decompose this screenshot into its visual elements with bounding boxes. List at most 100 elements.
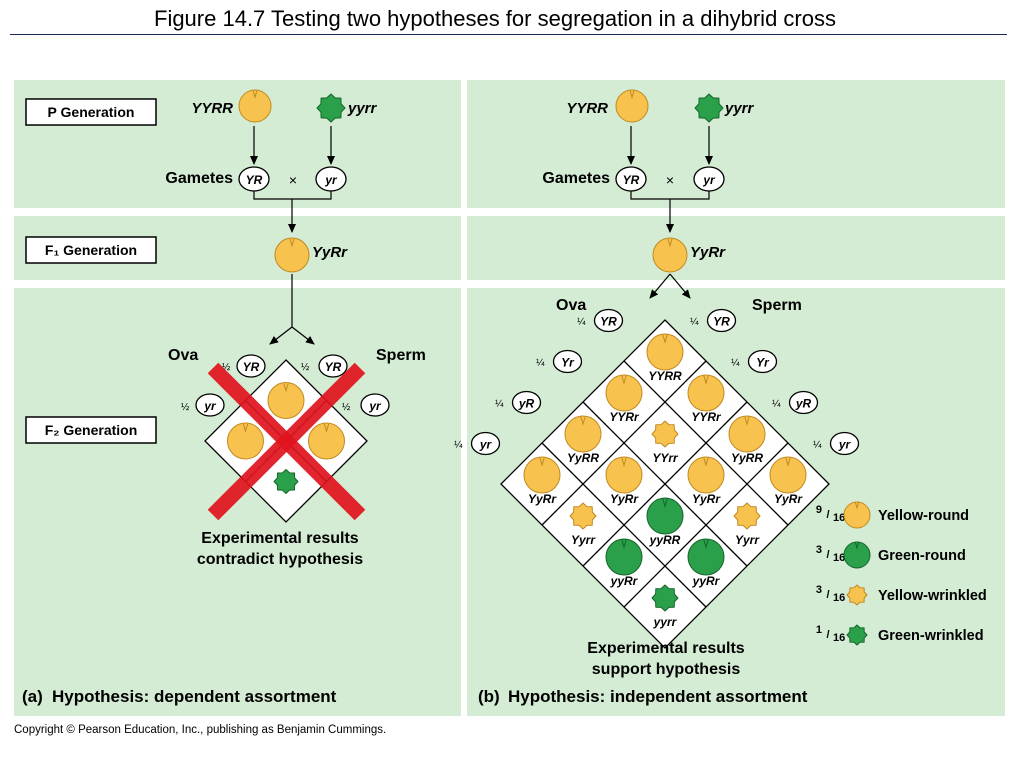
legend-fraction-slash: /: [826, 549, 829, 561]
f1-generation-label: F₁ Generation: [45, 242, 137, 258]
red-x-icon: [207, 362, 366, 521]
gamete-genotype: yr: [838, 438, 852, 452]
cell-genotype: YYRR: [648, 369, 682, 383]
panel-b-f1-generation: [467, 216, 1005, 280]
legend-fraction-num: 1: [816, 624, 822, 636]
f1-genotype: YyRr: [690, 244, 726, 261]
pea-yellow-round-icon: [687, 456, 725, 494]
pea-yellow-round-icon: [646, 333, 684, 371]
punnett-cell: YYRR: [646, 333, 684, 383]
copyright: Copyright © Pearson Education, Inc., pub…: [14, 724, 387, 736]
legend-fraction-num: 3: [816, 544, 822, 556]
cell-genotype: yyRR: [649, 533, 681, 547]
punnett-cell: YyRr: [687, 456, 725, 506]
caption-letter-a: (a): [22, 687, 43, 706]
pea-yellow-round: [274, 237, 310, 273]
gamete-fraction: ¼: [731, 357, 740, 369]
f2-generation-label: F₂ Generation: [45, 422, 138, 438]
sperm-frac-yr: ½: [342, 402, 351, 413]
pea-yellow-round-icon: [605, 374, 643, 412]
parent1-genotype: YYRR: [191, 100, 233, 117]
pea-yellow-wrinkled-icon: [846, 584, 868, 606]
punnett-square-4x4: YYRRYYRrYyRRYyRrYYRrYYrrYyRrYyrrYyRRYyRr…: [500, 319, 830, 649]
pea-green-round-icon: [646, 497, 684, 535]
legend-fraction-slash: /: [826, 509, 829, 521]
panel-backgrounds: [14, 80, 1005, 716]
gamete-fraction: ¼: [577, 316, 586, 328]
cell-genotype: yyRr: [610, 574, 639, 588]
gamete-genotype: Yr: [561, 356, 575, 370]
punnett-cell: yyRr: [605, 538, 643, 588]
legend-label: Green-round: [878, 548, 966, 564]
gamete-genotype: yR: [795, 397, 812, 411]
cell-genotype: YyRr: [610, 492, 639, 506]
gametes-label: Gametes: [542, 170, 610, 187]
punnett-cell: YYrr: [651, 420, 679, 465]
gamete-genotype: yR: [518, 397, 535, 411]
legend-fraction-slash: /: [826, 629, 829, 641]
gamete-genotype: Yr: [756, 356, 770, 370]
pea-green-wrinkled: [694, 93, 724, 123]
caption-b: Hypothesis: independent assortment: [508, 687, 808, 706]
pea-yellow-round-icon: [564, 415, 602, 453]
legend-fraction-num: 3: [816, 584, 822, 596]
pea-yellow-round: [238, 89, 272, 123]
punnett-cell: Yyrr: [569, 502, 597, 547]
cell-genotype: YyRr: [774, 492, 803, 506]
pea-yellow-round: [615, 89, 649, 123]
panel-b-p-generation: [467, 80, 1005, 208]
pea-yellow-wrinkled-icon: [569, 502, 597, 530]
cell-genotype: YYRr: [691, 410, 722, 424]
pea-yellow-round-icon: [769, 456, 807, 494]
cell-genotype: YyRR: [567, 451, 599, 465]
punnett-cell: YyRr: [523, 456, 561, 506]
punnett-cell: yyRr: [687, 538, 725, 588]
legend-fraction-den: 16: [833, 552, 845, 564]
ova-label: Ova: [556, 297, 586, 314]
gamete-fraction: ¼: [495, 398, 504, 410]
cell-genotype: YyRR: [731, 451, 763, 465]
cell-genotype: yyRr: [692, 574, 721, 588]
gamete-fraction: ¼: [454, 439, 463, 451]
pea-green-wrinkled-icon: [651, 584, 679, 612]
punnett-cell: YyRR: [728, 415, 766, 465]
gamete-genotype: yr: [479, 438, 493, 452]
pea-yellow-wrinkled-icon: [651, 420, 679, 448]
generation-labels: P Generation F₁ Generation F₂ Generation: [25, 98, 157, 444]
ova-frac-yr: ½: [181, 402, 190, 413]
cell-genotype: yyrr: [653, 615, 678, 629]
ova-label: Ova: [168, 347, 198, 364]
gamete-genotype: YR: [600, 315, 617, 329]
parent2-genotype: yyrr: [347, 100, 378, 117]
pea-yellow-round-icon: [605, 456, 643, 494]
ova-gamete-yr: ¼ yr: [454, 431, 501, 456]
pea-yellow-round-icon: [728, 415, 766, 453]
gamete-yr: yr: [324, 173, 338, 187]
legend-fraction-slash: /: [826, 589, 829, 601]
legend-item: 3 / 16 Green-round: [816, 541, 966, 569]
ova-gamete-Yr: ¼ Yr: [536, 349, 583, 374]
result-line1: Experimental results: [587, 640, 745, 657]
result-line2: support hypothesis: [592, 661, 741, 678]
pea-yellow-round: [652, 237, 688, 273]
pea-yellow-round: [267, 382, 305, 419]
pea-green-round-icon: [605, 538, 643, 576]
gamete-fraction: ¼: [536, 357, 545, 369]
legend-fraction-den: 16: [833, 592, 845, 604]
legend-label: Green-wrinkled: [878, 628, 984, 644]
gamete-fraction: ¼: [772, 398, 781, 410]
pea-yellow-round: [308, 422, 345, 460]
cell-genotype: Yyrr: [571, 533, 596, 547]
p-generation-label: P Generation: [48, 104, 135, 120]
punnett-cell: Yyrr: [733, 502, 761, 547]
cross-symbol: ×: [666, 172, 674, 188]
gametes-label: Gametes: [165, 170, 233, 187]
punnett-cell: YyRR: [564, 415, 602, 465]
gamete-YR: YR: [623, 173, 640, 187]
punnett-cell: yyRR: [646, 497, 684, 547]
legend-label: Yellow-wrinkled: [878, 588, 987, 604]
figure-title: Figure 14.7 Testing two hypotheses for s…: [154, 6, 836, 31]
